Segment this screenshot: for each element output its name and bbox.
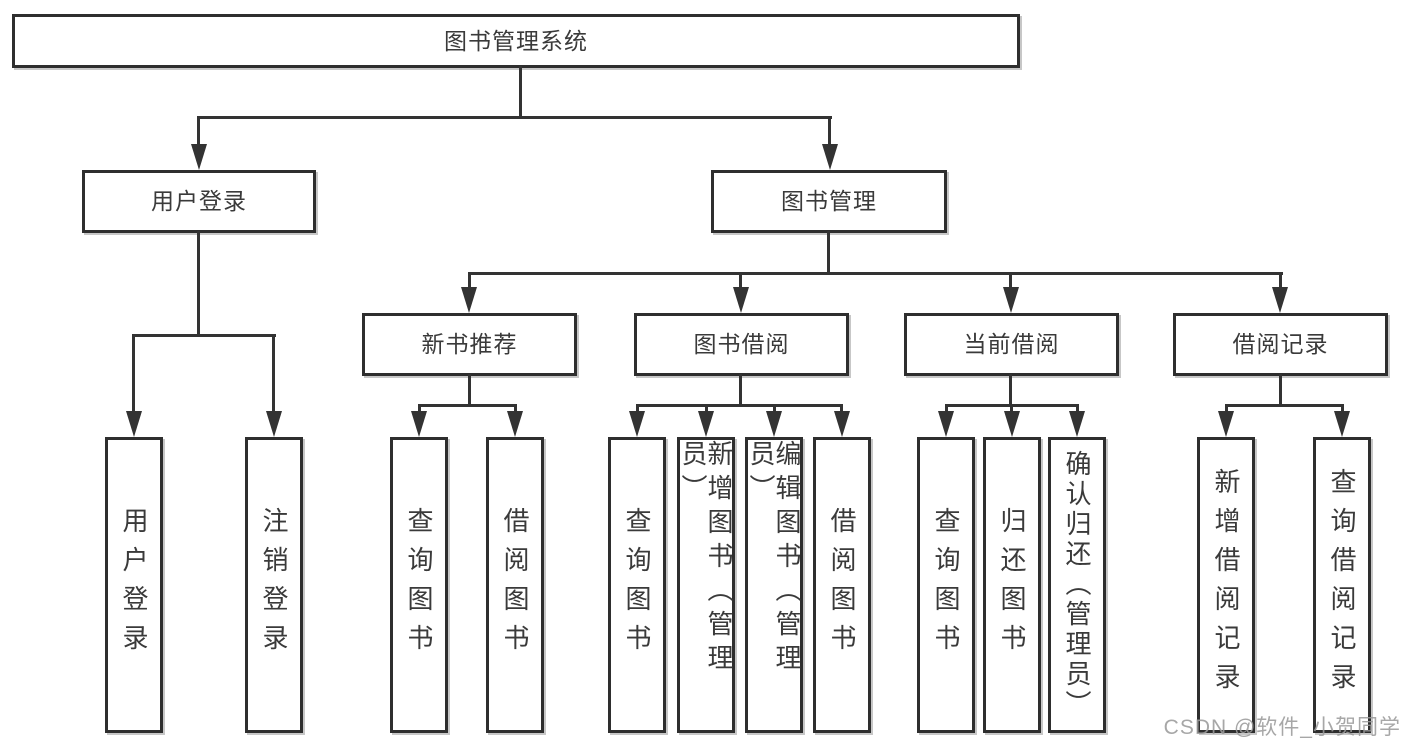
node-label: 新书推荐 [421, 331, 518, 357]
arrowhead-down-icon [766, 411, 782, 437]
arrowhead-down-icon [822, 144, 838, 170]
csdn-watermark: CSDN @软件_小贺同学 [1163, 716, 1401, 739]
arrowhead-down-icon [834, 411, 850, 437]
leaf-query-books: 查询图书 [390, 437, 448, 733]
arrowhead-down-icon [1004, 411, 1020, 437]
node-new-book-recommend: 新书推荐 [362, 313, 577, 376]
leaf-user-login: 用户登录 [105, 437, 163, 733]
connector-line [773, 404, 776, 414]
leaf-logout: 注销登录 [245, 437, 303, 733]
arrowhead-down-icon [507, 411, 523, 437]
node-book-management: 图书管理 [711, 170, 947, 233]
connector-line [1076, 404, 1079, 414]
connector-line [1009, 272, 1012, 290]
connector-line [468, 272, 1283, 275]
arrowhead-down-icon [629, 411, 645, 437]
connector-line [828, 116, 831, 148]
node-label: 图书管理系统 [444, 27, 588, 54]
leaf-return-books: 归还图书 [983, 437, 1041, 733]
leaf-query-books: 查询图书 [917, 437, 975, 733]
arrowhead-down-icon [266, 411, 282, 437]
connector-line [197, 116, 832, 119]
arrowhead-down-icon [1334, 411, 1350, 437]
connector-line [418, 404, 516, 407]
connector-line [418, 404, 421, 414]
connector-line [1279, 272, 1282, 290]
node-borrow-records: 借阅记录 [1173, 313, 1388, 376]
arrowhead-down-icon [126, 411, 142, 437]
node-user-login: 用户登录 [82, 170, 316, 233]
connector-line [468, 272, 471, 290]
connector-line [827, 231, 830, 275]
connector-line [1009, 374, 1012, 407]
connector-line [132, 334, 135, 413]
connector-line [1225, 404, 1228, 414]
connector-line [272, 334, 275, 413]
leaf-borrow-books: 借阅图书 [813, 437, 871, 733]
arrowhead-down-icon [1272, 287, 1288, 313]
connector-line [1010, 404, 1013, 414]
connector-line [840, 404, 843, 414]
node-label: 用户登录 [151, 188, 247, 214]
node-root-title: 图书管理系统 [12, 14, 1020, 68]
connector-line [197, 231, 200, 337]
connector-line [197, 116, 200, 148]
arrowhead-down-icon [938, 411, 954, 437]
node-book-borrowing: 图书借阅 [634, 313, 849, 376]
connector-line [1225, 404, 1342, 407]
arrowhead-down-icon [733, 287, 749, 313]
connector-line [705, 404, 708, 414]
leaf-query-borrow-record: 查询借阅记录 [1313, 437, 1371, 733]
arrowhead-down-icon [698, 411, 714, 437]
leaf-add-borrow-record: 新增借阅记录 [1197, 437, 1255, 733]
connector-line [1279, 374, 1282, 407]
arrowhead-down-icon [1003, 287, 1019, 313]
arrowhead-down-icon [461, 287, 477, 313]
connector-line [132, 334, 276, 337]
node-label: 图书管理 [781, 188, 877, 214]
arrowhead-down-icon [191, 144, 207, 170]
connector-line [1341, 404, 1344, 414]
connector-line [514, 404, 517, 414]
leaf-edit-book-admin: 编辑图书（管理员） [745, 437, 803, 733]
leaf-borrow-books: 借阅图书 [486, 437, 544, 733]
node-current-borrowing: 当前借阅 [904, 313, 1119, 376]
node-label: 借阅记录 [1232, 331, 1329, 357]
node-label: 图书借阅 [693, 331, 790, 357]
connector-line [739, 272, 742, 290]
connector-line [519, 66, 522, 118]
leaf-query-books: 查询图书 [608, 437, 666, 733]
connector-line [636, 404, 639, 414]
connector-line [468, 374, 471, 407]
arrowhead-down-icon [411, 411, 427, 437]
connector-line [945, 404, 948, 414]
arrowhead-down-icon [1069, 411, 1085, 437]
node-label: 当前借阅 [963, 331, 1060, 357]
connector-line [739, 374, 742, 407]
leaf-add-book-admin: 新增图书（管理员） [677, 437, 735, 733]
arrowhead-down-icon [1218, 411, 1234, 437]
connector-line [636, 404, 842, 407]
leaf-confirm-return-admin: 确认归还（管理员） [1048, 437, 1106, 733]
